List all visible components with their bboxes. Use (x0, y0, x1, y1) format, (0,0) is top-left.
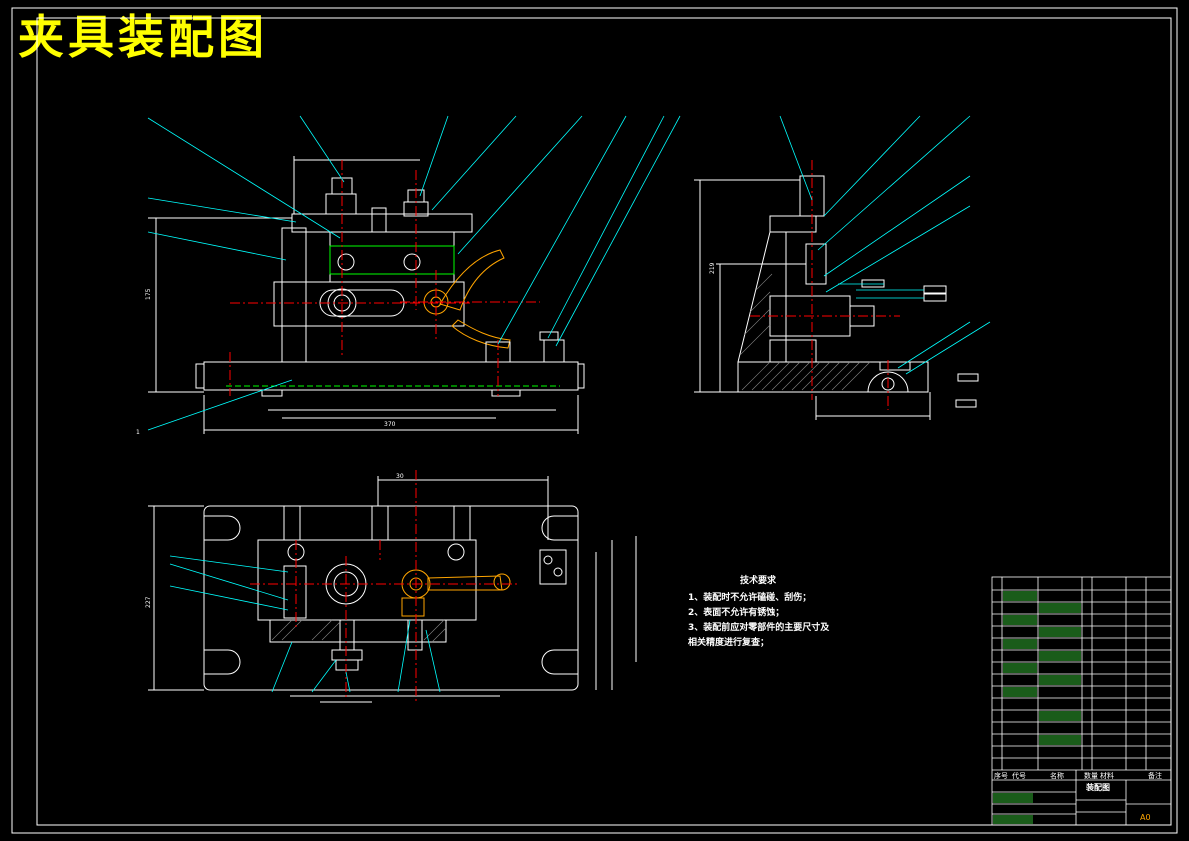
plan-view-centerlines (250, 470, 520, 704)
outer-border (11, 7, 1178, 834)
front-view (148, 156, 585, 434)
header-qty: 数量 (1084, 771, 1098, 780)
front-width-dim: 370 (384, 421, 396, 428)
tech-requirement-1: 1、装配时不允许磕碰、刮伤； (688, 593, 812, 603)
header-name: 名称 (1050, 771, 1064, 780)
title-block (991, 576, 1172, 826)
plan-view (148, 476, 637, 703)
side-height-dim: 219 (709, 262, 716, 274)
side-view-hatch (739, 273, 871, 391)
header-material: 材料 (1100, 771, 1114, 780)
header-remark: 备注 (1148, 771, 1162, 780)
tech-requirement-3: 3、装配前应对零部件的主要尺寸及 (688, 623, 830, 633)
title-block-text: 序号 代号 名称 数量 材料 备注 (994, 771, 1162, 780)
front-view-centerlines (229, 160, 540, 396)
tech-requirement-4: 相关精度进行复查； (688, 638, 770, 648)
plan-height-dim: 227 (145, 596, 152, 608)
drawing-title: 夹具装配图 (18, 10, 268, 64)
sheet-size: A0 (1140, 813, 1151, 822)
plan-leaders (169, 555, 441, 693)
side-leaders (779, 115, 991, 375)
plan-view-hatch (271, 619, 447, 643)
bom-green-cells (993, 591, 1081, 824)
svg-text:1: 1 (136, 429, 140, 436)
inner-border (36, 17, 1172, 826)
tech-requirements-heading: 技术要求 (740, 576, 777, 586)
drawing-name: 装配图 (1085, 782, 1110, 792)
side-view (694, 175, 979, 420)
plan-offset-dim: 30 (396, 473, 404, 480)
front-leaders (147, 115, 681, 431)
front-height-dim: 175 (145, 288, 152, 300)
header-index: 序号 (994, 771, 1008, 780)
header-code: 代号 (1012, 771, 1026, 780)
plan-view-part (401, 569, 511, 617)
technical-requirements: 技术要求 1、装配时不允许磕碰、刮伤； 2、表面不允许有锈蚀； 3、装配前应对零… (688, 574, 829, 651)
tech-requirement-2: 2、表面不允许有锈蚀； (688, 608, 785, 618)
